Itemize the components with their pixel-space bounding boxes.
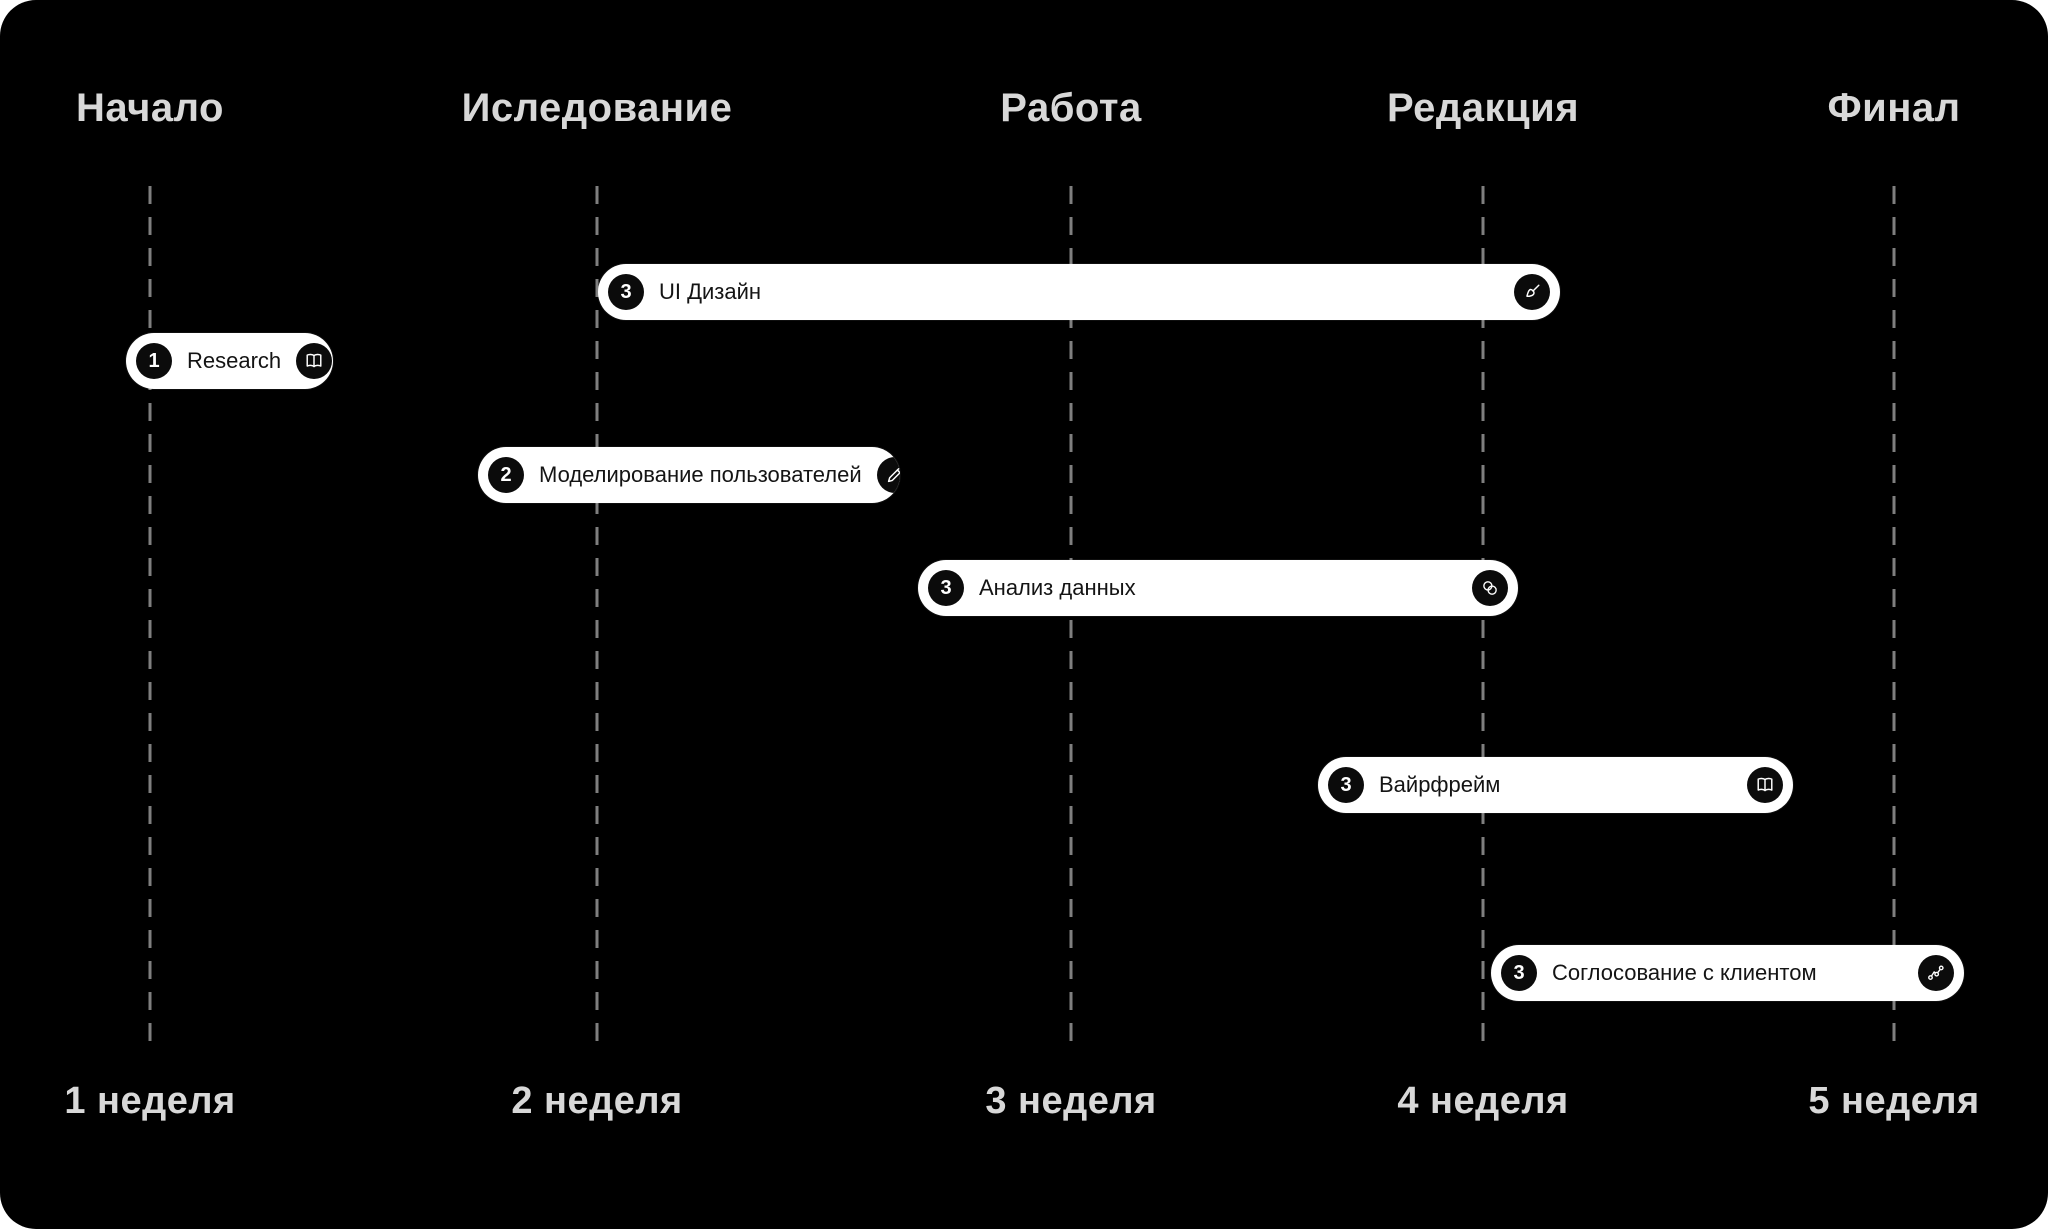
- task-label: Моделирование пользователей: [539, 462, 862, 487]
- phase-header: Работа: [1000, 86, 1142, 130]
- task-label: UI Дизайн: [659, 279, 762, 304]
- week-label: 1 неделя: [64, 1080, 236, 1122]
- task-label: Research: [187, 348, 282, 373]
- open-book-icon: [296, 343, 333, 379]
- phase-header: Начало: [76, 86, 224, 130]
- week-gridline: [595, 186, 599, 1042]
- task-badge: 3: [1328, 767, 1364, 803]
- task-card[interactable]: 1 Research: [126, 333, 333, 389]
- task-badge: 3: [608, 274, 644, 310]
- task-card[interactable]: 3 Вайрфрейм: [1318, 757, 1793, 813]
- task-card[interactable]: 3 Анализ данных: [918, 560, 1518, 616]
- task-label: Вайрфрейм: [1379, 772, 1501, 797]
- week-gridline: [148, 186, 152, 1042]
- task-badge: 3: [1501, 955, 1537, 991]
- task-badge: 3: [928, 570, 964, 606]
- task-label: Соглосование с клиентом: [1552, 960, 1817, 985]
- node-path-icon: [1918, 955, 1954, 991]
- week-label: 5 неделя: [1808, 1080, 1980, 1122]
- pencil-icon: [876, 457, 900, 493]
- week-label: 2 неделя: [511, 1080, 683, 1122]
- task-badge: 1: [136, 343, 172, 379]
- task-card[interactable]: 2 Моделирование пользователей: [478, 447, 900, 503]
- overlapping-circles-icon: [1472, 570, 1508, 606]
- week-label: 3 неделя: [985, 1080, 1157, 1122]
- task-badge: 2: [488, 457, 524, 493]
- week-gridline: [1892, 186, 1896, 1042]
- paintbrush-icon: [1514, 274, 1550, 310]
- week-label: 4 неделя: [1397, 1080, 1569, 1122]
- task-card[interactable]: 3 Соглосование с клиентом: [1491, 945, 1964, 1001]
- task-label: Анализ данных: [979, 575, 1136, 600]
- open-book-icon: [1747, 767, 1783, 803]
- task-card[interactable]: 3 UI Дизайн: [598, 264, 1560, 320]
- phase-header: Финал: [1827, 86, 1961, 130]
- phase-header: Редакция: [1386, 86, 1580, 130]
- phase-header: Иследование: [461, 86, 733, 130]
